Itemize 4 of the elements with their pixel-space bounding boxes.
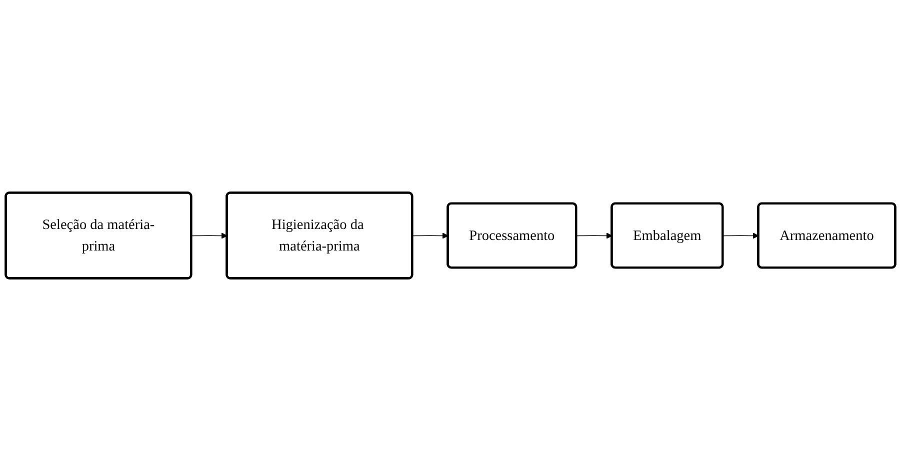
arrow <box>412 232 448 239</box>
arrow <box>722 232 759 239</box>
arrow <box>191 232 228 239</box>
arrow <box>576 232 612 239</box>
